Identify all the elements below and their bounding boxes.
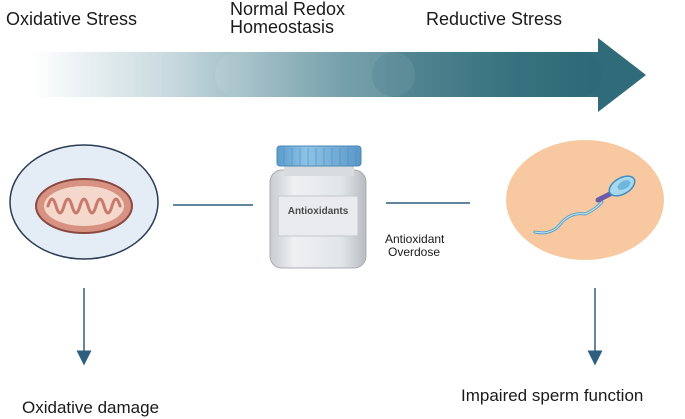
sperm-cell-icon: [533, 175, 636, 235]
impaired-sperm-label: Impaired sperm function: [461, 386, 644, 405]
antioxidant-bottle-icon: [269, 145, 367, 269]
oxidative-stress-label: Oxidative Stress: [6, 9, 138, 29]
reductive-stress-label: Reductive Stress: [426, 9, 563, 29]
normal-redox-label-line2: Homeostasis: [230, 17, 335, 37]
normal-redox-label-line1: Normal Redox: [230, 0, 346, 19]
mitochondrion-icon: [35, 178, 133, 234]
overdose-label-line1: Antioxidant: [385, 232, 445, 246]
overdose-label-line2: Overdose: [388, 245, 441, 259]
gradient-arrow: [32, 38, 646, 112]
mitochondrion-panel: [9, 144, 159, 260]
sperm-panel: [506, 140, 664, 260]
bottle-label: Antioxidants: [287, 206, 349, 217]
oxidative-damage-label: Oxidative damage: [22, 398, 160, 417]
